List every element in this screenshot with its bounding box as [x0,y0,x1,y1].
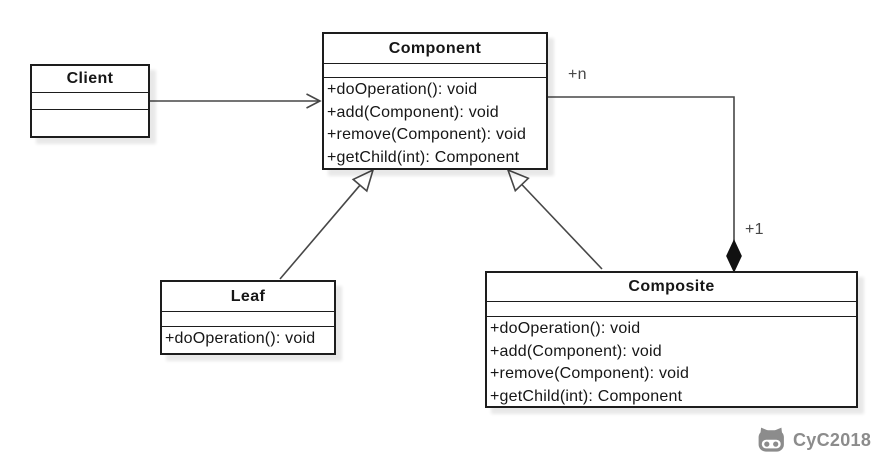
hollow-triangle-icon [506,168,530,193]
watermark-text: CyC2018 [793,429,872,450]
method-item: +remove(Component): void [327,126,527,143]
composition-component-composite [548,96,742,273]
class-title: Composite [487,273,856,302]
class-attributes-empty [487,302,856,317]
class-methods: +doOperation(): void +add(Component): vo… [487,317,856,408]
class-attributes-empty [324,64,546,78]
multiplicity-label-n: +n [568,66,587,83]
method-item: +doOperation(): void [490,320,641,337]
class-methods: +doOperation(): void [162,327,334,351]
class-title: Client [32,66,148,93]
generalization-leaf-component [279,168,375,280]
association-client-component [150,93,322,109]
method-item: +getChild(int): Component [490,387,683,405]
class-attributes-empty [162,312,334,327]
filled-diamond-icon [726,239,742,273]
class-title: Leaf [162,282,334,312]
multiplicity-label-1: +1 [745,221,764,238]
method-item: +add(Component): void [490,342,662,360]
cat-icon [758,427,784,452]
class-title: Component [324,34,546,64]
class-methods-empty [32,110,148,111]
method-item: +getChild(int): Component [327,148,520,166]
method-item: +doOperation(): void [327,81,478,98]
class-box-leaf: Leaf +doOperation(): void [160,280,336,355]
open-arrowhead-icon [306,93,322,109]
method-item: +add(Component): void [327,103,499,121]
method-item: +doOperation(): void [165,330,316,347]
watermark: CyC2018 [756,426,871,454]
class-methods: +doOperation(): void +add(Component): vo… [324,78,546,169]
generalization-composite-component [506,168,603,270]
class-box-component: Component +doOperation(): void +add(Comp… [322,32,548,170]
method-item: +remove(Component): void [490,365,690,382]
class-box-composite: Composite +doOperation(): void +add(Comp… [485,271,858,408]
hollow-triangle-icon [351,168,375,193]
class-box-client: Client [30,64,150,138]
class-attributes-empty [32,93,148,110]
